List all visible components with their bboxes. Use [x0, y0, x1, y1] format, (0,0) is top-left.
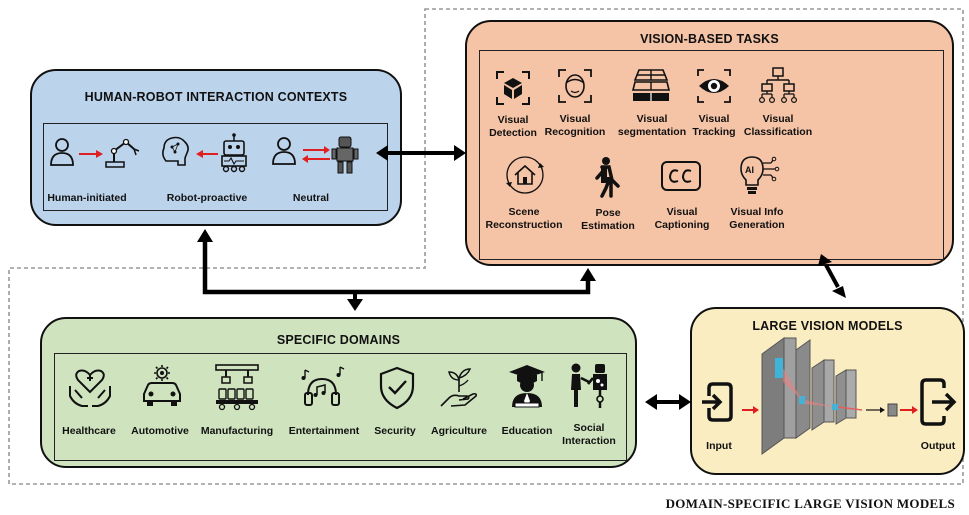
lvm-output-label: Output — [920, 440, 956, 452]
vision-label-segmentation: Visual segmentation — [617, 113, 687, 138]
vision-title: VISION-BASED TASKS — [640, 32, 779, 46]
hri-inner-box — [43, 123, 388, 211]
lvm-panel: LARGE VISION MODELS — [690, 307, 965, 475]
hri-label-neutral: Neutral — [292, 192, 330, 204]
ai-bulb-icon: AI — [740, 156, 780, 194]
vision-label-recognition: Visual Recognition — [544, 113, 606, 138]
svg-text:AI: AI — [745, 165, 754, 175]
vision-label-scene-reconstruction: Scene Reconstruction — [485, 206, 563, 231]
graduate-icon — [509, 365, 545, 408]
people-interaction-icon — [571, 363, 607, 408]
domains-title: SPECIFIC DOMAINS — [276, 333, 401, 347]
car-gear-icon — [143, 365, 181, 406]
domain-label-agriculture: Agriculture — [430, 425, 488, 437]
eye-tracking-icon — [697, 69, 731, 103]
vision-label-captioning: Visual Captioning — [654, 206, 710, 231]
cube-detection-icon — [496, 71, 530, 105]
pose-figure-icon — [595, 157, 620, 198]
plant-hand-icon — [440, 368, 477, 407]
hri-label-human-initiated: Human-initiated — [47, 192, 127, 204]
domain-label-healthcare: Healthcare — [62, 425, 116, 437]
face-recognition-icon — [558, 69, 592, 103]
hierarchy-icon — [758, 67, 798, 104]
lvm-title: LARGE VISION MODELS — [752, 319, 903, 333]
house-reconstruction-icon — [506, 156, 544, 194]
headphones-music-icon — [301, 366, 345, 406]
lvm-input-label: Input — [706, 440, 732, 452]
domain-label-social-interaction: Social Interaction — [562, 422, 616, 447]
vision-label-tracking: Visual Tracking — [692, 113, 736, 138]
vision-label-pose-estimation: Pose Estimation — [581, 207, 635, 232]
footer-title: DOMAIN-SPECIFIC LARGE VISION MODELS — [665, 496, 955, 511]
factory-robot-icon — [215, 364, 259, 411]
domain-label-education: Education — [501, 425, 553, 437]
domain-label-automotive: Automotive — [131, 425, 189, 437]
vision-label-detection: Visual Detection — [489, 114, 537, 139]
robot-to-brain-icon — [162, 133, 247, 173]
vision-panel: VISION-BASED TASKS — [465, 20, 954, 266]
hri-title: HUMAN-ROBOT INTERACTION CONTEXTS — [84, 90, 348, 104]
heart-hands-icon — [69, 369, 111, 407]
shield-check-icon — [379, 366, 415, 410]
vision-label-classification: Visual Classification — [743, 113, 813, 138]
human-to-robot-arm-icon — [50, 138, 140, 168]
hri-label-robot-proactive: Robot-proactive — [166, 192, 248, 204]
domains-inner-box — [54, 353, 627, 461]
domain-label-security: Security — [374, 425, 416, 437]
domain-label-entertainment: Entertainment — [288, 425, 360, 437]
cc-caption-icon — [661, 161, 701, 191]
vision-label-info-generation: Visual Info Generation — [729, 206, 785, 231]
segmentation-layers-icon — [631, 69, 671, 101]
domain-label-manufacturing: Manufacturing — [200, 425, 274, 437]
vision-inner-box — [479, 50, 944, 260]
network-architecture-diagram — [702, 337, 957, 455]
human-robot-bidirectional-icon — [272, 136, 359, 174]
